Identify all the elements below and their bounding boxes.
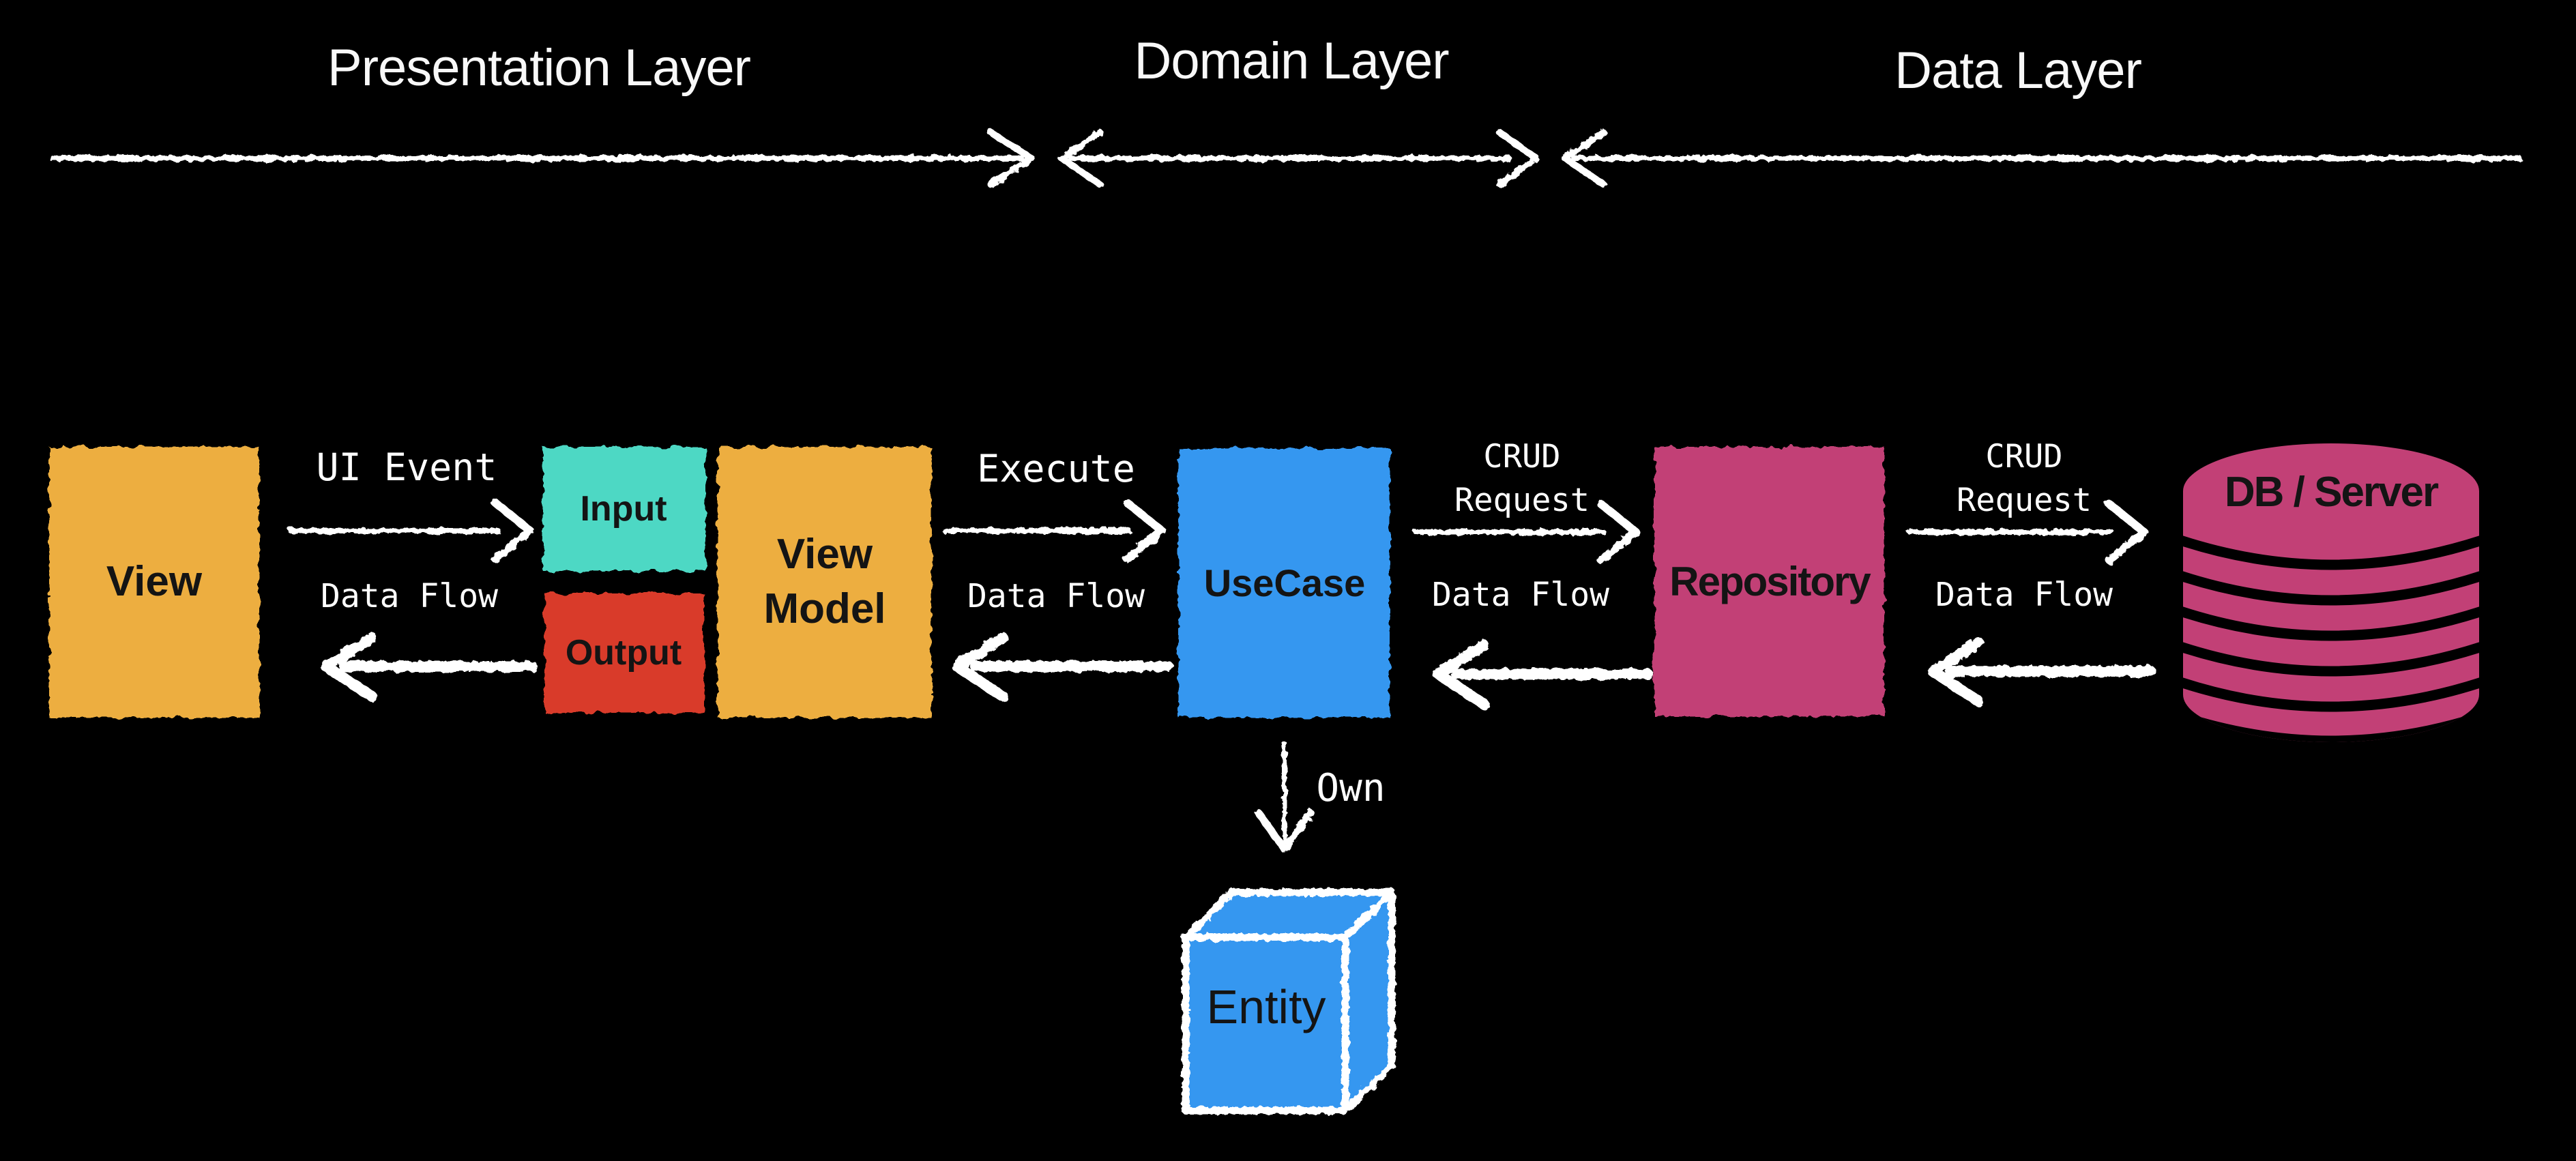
- data-flow-label-view-model: Data Flow: [967, 577, 1145, 615]
- db-server-label: DB / Server: [2224, 469, 2439, 516]
- view-box-shape: [49, 447, 259, 718]
- output-box-label: Output: [565, 633, 682, 673]
- data-flow-arrow-to-view-model: [952, 632, 1173, 702]
- usecase-box-label: UseCase: [1203, 561, 1366, 604]
- input-box-shape: [543, 447, 705, 571]
- crud-request-label-usecase: CRUD Request: [1454, 438, 1590, 519]
- data-flow-arrow-to-usecase: [1433, 640, 1653, 709]
- data-flow-arrow-to-repository: [1927, 637, 2156, 707]
- crud-request-label-repository: CRUD Request: [1956, 438, 2092, 519]
- crud-request-arrow-usecase-repository: [1414, 500, 1640, 564]
- entity-cube-label: Entity: [1206, 980, 1326, 1033]
- execute-label: Execute: [977, 447, 1135, 490]
- domain-layer-title: Domain Layer: [1134, 32, 1449, 90]
- ui-event-arrow: [288, 499, 534, 563]
- data-layer-span-arrow: [1562, 129, 2522, 188]
- entity-cube-shape: [1182, 888, 1396, 1115]
- view-model-box-label: View Model: [763, 531, 886, 632]
- data-flow-label-usecase: Data Flow: [1431, 576, 1610, 614]
- data-flow-arrow-to-view: [321, 632, 538, 702]
- crud-request-arrow-repository-db: [1907, 500, 2148, 564]
- data-layer-title: Data Layer: [1894, 42, 2142, 100]
- presentation-layer-span-arrow: [49, 129, 1035, 188]
- input-box-label: Input: [580, 489, 667, 529]
- output-box-shape: [544, 593, 704, 713]
- repository-box-label: Repository: [1669, 559, 1871, 604]
- repository-box-shape: [1654, 447, 1884, 716]
- domain-layer-span-arrow: [1058, 129, 1540, 188]
- execute-arrow: [942, 499, 1166, 563]
- ui-event-label: UI Event: [316, 445, 497, 489]
- view-box-label: View: [106, 558, 203, 605]
- data-flow-label-view: Data Flow: [320, 577, 499, 615]
- presentation-layer-title: Presentation Layer: [327, 39, 751, 97]
- view-model-box-shape: [718, 447, 931, 718]
- data-flow-label-repository: Data Flow: [1935, 576, 2113, 614]
- db-cylinder-shape: [2183, 443, 2479, 742]
- own-label: Own: [1316, 766, 1386, 810]
- usecase-box-shape: [1178, 448, 1390, 718]
- own-arrow: [1255, 741, 1315, 853]
